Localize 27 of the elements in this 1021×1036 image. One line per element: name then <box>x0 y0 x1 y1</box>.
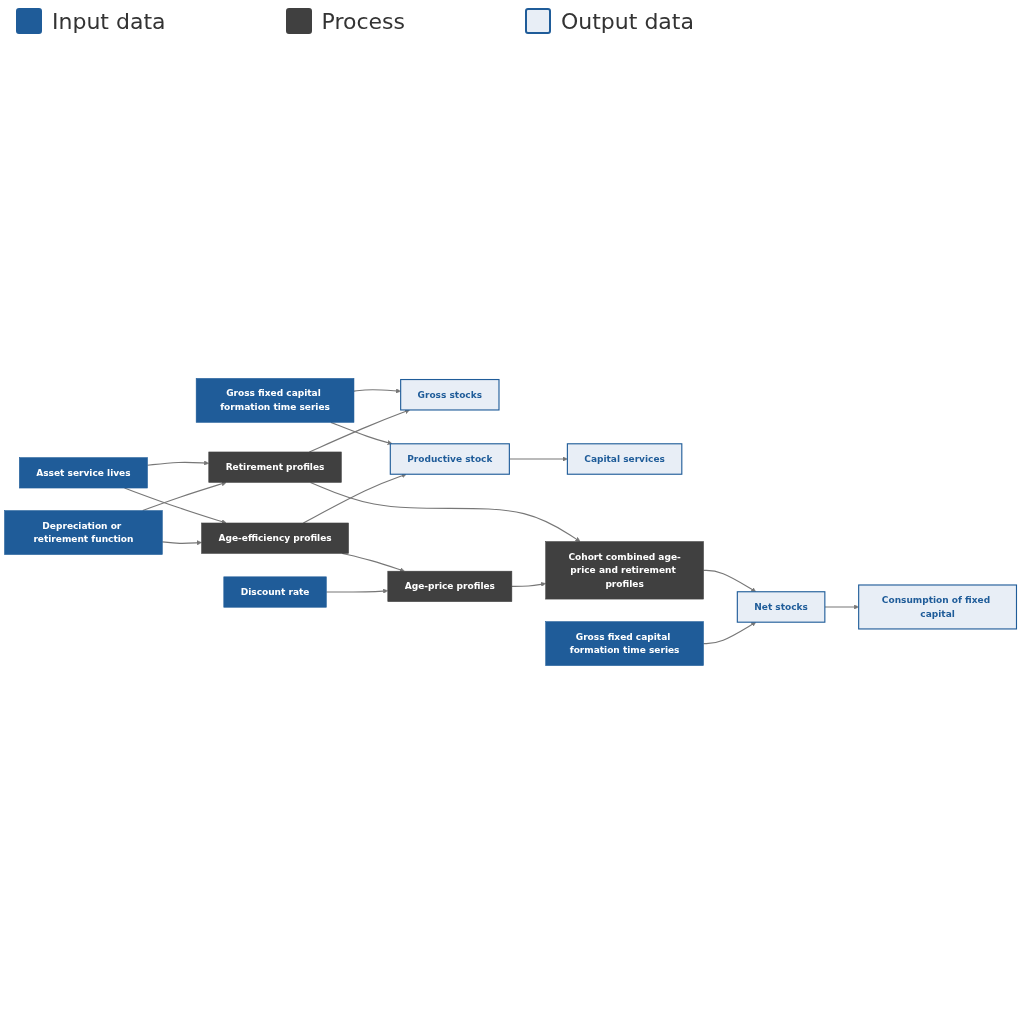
arrow <box>511 581 546 587</box>
legend-label: Input data <box>52 8 166 34</box>
node-box: Consumption of fixed capital <box>858 584 1018 630</box>
arrow <box>325 588 388 594</box>
legend-label: Process <box>321 8 405 34</box>
node-box: Age-price profiles <box>387 570 513 602</box>
arrow <box>146 460 209 466</box>
node-box: Capital services <box>566 443 683 475</box>
arrow <box>353 388 401 394</box>
arrow <box>824 604 859 610</box>
arrow <box>702 569 757 592</box>
node-box: Discount rate <box>223 576 327 608</box>
node-box: Cohort combined age-price and retirement profiles <box>545 541 704 600</box>
legend-label: Output data <box>561 8 694 34</box>
node-box: Net stocks <box>736 591 826 623</box>
node-box: Asset service lives <box>19 457 148 489</box>
node-box: Retirement profiles <box>208 451 342 483</box>
arrow <box>161 540 202 546</box>
arrow <box>142 481 227 512</box>
node-box: Productive stock <box>389 443 510 475</box>
node-box: Depreciation or retirement function <box>4 510 163 555</box>
node-box: Gross fixed capital formation time series <box>545 621 704 666</box>
node-box: Gross stocks <box>400 378 500 411</box>
arrow <box>330 421 393 446</box>
node-box: Age-efficiency profiles <box>201 522 349 554</box>
arrow <box>702 621 757 645</box>
node-box: Gross fixed capital formation time series <box>195 378 355 423</box>
